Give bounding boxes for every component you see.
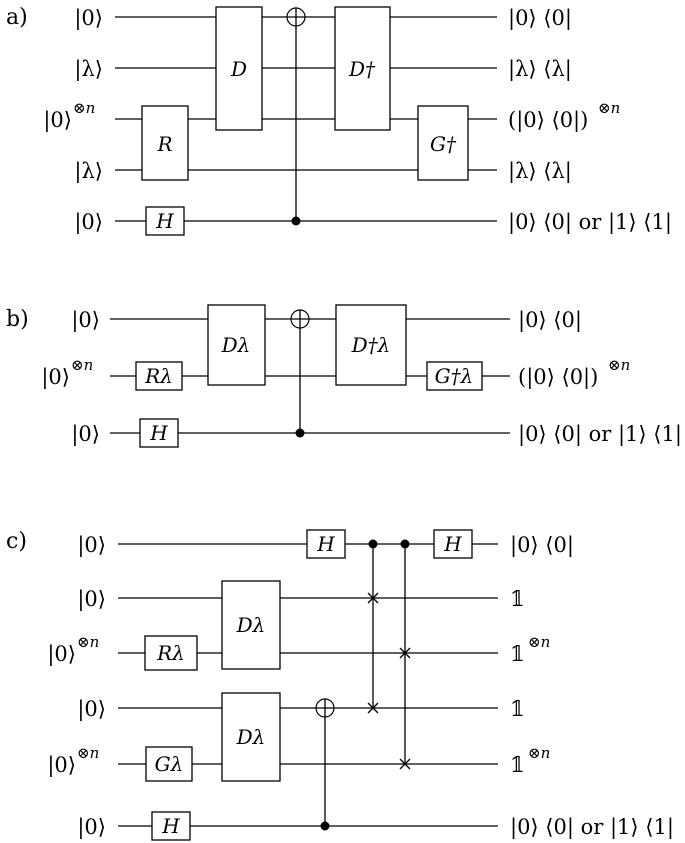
panel-b-gate-H-label: H — [149, 421, 168, 445]
panel-b-gate-G-dagger-label: G†λ — [435, 364, 474, 388]
panel-b-input-1: |0⟩ — [71, 308, 100, 333]
panel-b-label: b) — [6, 307, 29, 332]
panel-b-gate-D-label: Dλ — [221, 333, 251, 357]
panel-c-gate-H-3-label: H — [161, 814, 180, 838]
panel-a: a) |0⟩ |λ⟩ |0⟩ ⊗n |λ⟩ |0⟩ R D D† G† H |0… — [6, 5, 672, 236]
panel-a-input-5: |0⟩ — [74, 210, 103, 235]
panel-c-cswap-2-cross-bottom-icon — [399, 758, 411, 770]
panel-c-cswap-1-cross-top-icon — [367, 592, 379, 604]
panel-c-input-1: |0⟩ — [77, 533, 106, 558]
panel-a-output-5: |0⟩ ⟨0| or |1⟩ ⟨1| — [508, 210, 672, 235]
panel-c-cswap-2-control-dot-icon — [400, 539, 410, 549]
panel-b-gate-G-dagger — [426, 361, 483, 391]
panel-b-gate-R-label: Rλ — [144, 364, 173, 388]
panel-c-input-4: |0⟩ — [77, 697, 106, 722]
panel-c-gate-H-2-label: H — [443, 532, 462, 556]
panel-b-input-2: |0⟩ — [41, 365, 70, 390]
panel-b-gate-D — [207, 304, 266, 386]
panel-c-input-6: |0⟩ — [77, 815, 106, 840]
panel-a-output-2: |λ⟩ ⟨λ| — [508, 57, 572, 82]
panel-b-cnot-control-dot-icon — [295, 428, 305, 438]
panel-a-output-3-superscript: ⊗n — [598, 99, 620, 117]
panel-b-output-1: |0⟩ ⟨0| — [518, 308, 582, 333]
panel-c-output-4: 𝟙 — [510, 697, 525, 721]
panel-c-input-5-superscript: ⊗n — [77, 744, 99, 762]
panel-a-gate-H-label: H — [155, 209, 174, 233]
panel-c-output-1: |0⟩ ⟨0| — [510, 533, 574, 558]
panel-c-gate-H-1-label: H — [316, 532, 335, 556]
panel-a-gate-D-label: D — [230, 57, 247, 81]
panel-b-gate-D-dagger — [335, 304, 407, 386]
panel-c-output-3: 𝟙 — [510, 642, 525, 666]
panel-a-gate-D-dagger-label: D† — [348, 57, 376, 81]
panel-b-output-2-superscript: ⊗n — [608, 356, 630, 374]
panel-b-input-3: |0⟩ — [71, 422, 100, 447]
panel-a-input-3-superscript: ⊗n — [73, 99, 95, 117]
panel-a-gate-D-dagger — [334, 6, 391, 131]
panel-c-output-3-superscript: ⊗n — [528, 633, 550, 651]
panel-c: c) |0⟩ |0⟩ |0⟩ ⊗n |0⟩ |0⟩ ⊗n |0⟩ Rλ Gλ D… — [6, 529, 674, 841]
panel-c-input-3-superscript: ⊗n — [77, 633, 99, 651]
panel-c-gate-D-2 — [221, 692, 281, 782]
panel-b: b) |0⟩ |0⟩ ⊗n |0⟩ Rλ Dλ D†λ G†λ H |0⟩ ⟨0… — [6, 304, 682, 448]
panel-c-input-3: |0⟩ — [47, 642, 76, 667]
panel-b-gate-D-dagger-label: D†λ — [351, 333, 391, 357]
panel-a-gate-R — [141, 105, 189, 181]
panel-c-gate-G-label: Gλ — [155, 752, 184, 776]
panel-a-label: a) — [6, 5, 28, 30]
panel-a-gate-R-label: R — [156, 132, 172, 156]
panel-a-gate-H — [145, 206, 185, 236]
panel-a-input-1: |0⟩ — [74, 6, 103, 31]
panel-a-gate-G-dagger-label: G† — [430, 132, 457, 156]
panel-c-gate-G — [145, 746, 193, 782]
panel-a-input-3: |0⟩ — [43, 108, 72, 133]
panel-c-label: c) — [6, 529, 27, 554]
panel-c-gate-H-1 — [306, 529, 346, 559]
panel-c-output-5: 𝟙 — [510, 753, 525, 777]
panel-c-gate-R — [144, 635, 198, 671]
panel-c-input-2: |0⟩ — [77, 587, 106, 612]
panel-a-gate-G-dagger — [417, 105, 469, 181]
panel-a-output-3: (|0⟩ ⟨0|) — [508, 108, 588, 133]
panel-b-output-2: (|0⟩ ⟨0|) — [518, 365, 598, 390]
panel-c-gate-H-2 — [433, 529, 473, 559]
panel-c-output-5-superscript: ⊗n — [528, 744, 550, 762]
panel-c-gate-D-1-label: Dλ — [236, 613, 266, 637]
panel-a-input-4: |λ⟩ — [74, 159, 103, 184]
panel-a-cnot-control-dot-icon — [291, 216, 301, 226]
panel-c-input-5: |0⟩ — [47, 753, 76, 778]
panel-a-input-2: |λ⟩ — [74, 57, 103, 82]
panel-c-cswap-1-cross-bottom-icon — [367, 702, 379, 714]
panel-b-output-3: |0⟩ ⟨0| or |1⟩ ⟨1| — [518, 422, 682, 447]
panel-a-output-1: |0⟩ ⟨0| — [508, 6, 572, 31]
panel-b-gate-H — [139, 418, 179, 448]
panel-a-gate-D — [215, 6, 263, 131]
panel-c-gate-H-3 — [151, 811, 191, 841]
panel-b-gate-R — [135, 361, 183, 391]
panel-c-cswap-2-cross-top-icon — [399, 647, 411, 659]
panel-b-input-2-superscript: ⊗n — [71, 356, 93, 374]
panel-c-output-6: |0⟩ ⟨0| or |1⟩ ⟨1| — [510, 815, 674, 840]
panel-c-cswap-1-control-dot-icon — [368, 539, 378, 549]
panel-c-gate-R-label: Rλ — [156, 641, 185, 665]
panel-a-output-4: |λ⟩ ⟨λ| — [508, 159, 572, 184]
panel-c-gate-D-1 — [221, 580, 281, 670]
panel-c-output-2: 𝟙 — [510, 587, 525, 611]
panel-c-cnot-control-dot-icon — [320, 821, 330, 831]
panel-c-gate-D-2-label: Dλ — [236, 725, 266, 749]
